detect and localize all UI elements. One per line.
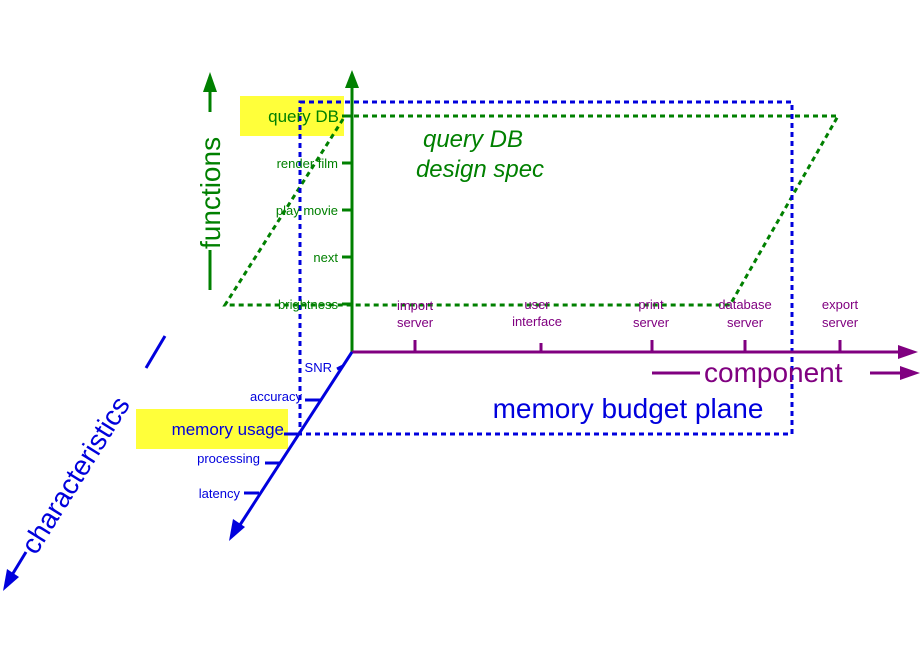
highlight-query-db: [240, 96, 344, 136]
component-label-print-1: print: [638, 297, 664, 312]
component-label-export-2: server: [822, 315, 859, 330]
query-db-plane-label-line1: query DB: [423, 126, 523, 153]
characteristics-title-arrowhead: [3, 569, 19, 591]
functions-axis-title: functions: [195, 137, 226, 249]
component-label-import-2: server: [397, 315, 434, 330]
component-axis-arrowhead: [898, 345, 918, 359]
memory-budget-plane-label: memory budget plane: [493, 393, 764, 424]
characteristics-title-line-top: [144, 335, 167, 369]
function-label-play-movie: play movie: [276, 203, 338, 218]
characteristic-label-latency: latency: [199, 486, 241, 501]
query-db-plane: [222, 114, 841, 307]
function-label-next: next: [313, 250, 338, 265]
query-db-plane-label-line2: design spec: [416, 156, 544, 183]
component-title-arrowhead: [900, 366, 920, 380]
component-label-print-2: server: [633, 315, 670, 330]
characteristic-tick: [336, 364, 344, 371]
highlight-memory-usage: [136, 409, 288, 449]
characteristics-axis-arrowhead: [229, 519, 245, 541]
component-label-database-1: database: [718, 297, 772, 312]
memory-budget-plane: [298, 100, 794, 436]
characteristic-label-accuracy: accuracy: [250, 389, 303, 404]
function-label-query-db: query DB: [268, 107, 339, 126]
function-label-brightness: brightness: [278, 297, 338, 312]
characteristics-axis: [236, 351, 354, 529]
characteristic-label-snr: SNR: [305, 360, 332, 375]
component-label-database-2: server: [727, 315, 764, 330]
characteristic-label-processing: processing: [197, 451, 260, 466]
component-label-ui-1: user: [524, 297, 550, 312]
component-label-import-1: import: [397, 298, 434, 313]
component-axis-title: component: [704, 357, 843, 388]
function-label-render-film: render film: [277, 156, 338, 171]
characteristic-label-memory-usage: memory usage: [172, 420, 284, 439]
characteristics-title-line-bottom: [10, 551, 28, 576]
characteristics-axis-title: characteristics: [15, 391, 136, 559]
functions-axis-arrowhead: [345, 70, 359, 88]
component-label-ui-2: interface: [512, 314, 562, 329]
functions-title-arrowhead: [203, 72, 217, 92]
component-label-export-1: export: [822, 297, 859, 312]
